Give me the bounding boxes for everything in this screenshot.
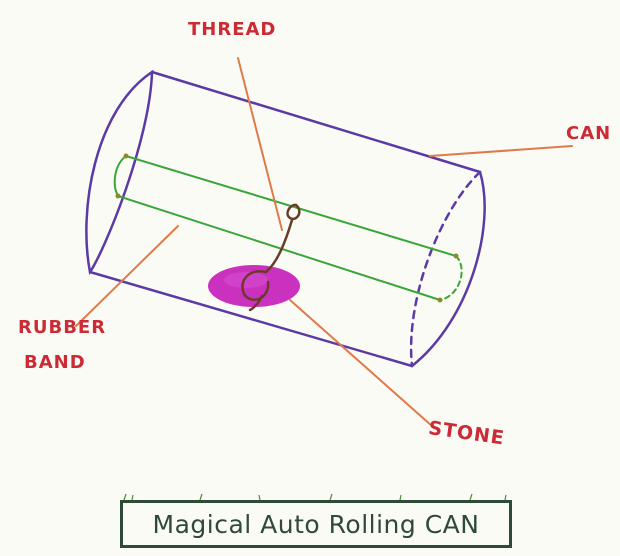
pointer-lines (75, 57, 573, 427)
can-right-rim-back (409, 170, 482, 368)
rubber-band-left-end (113, 155, 127, 197)
pointer-rubber-band (75, 225, 179, 327)
label-rubber-band-line1: RUBBER (18, 317, 107, 338)
can-left-rim (85, 69, 154, 276)
label-thread: THREAD (188, 19, 277, 40)
label-can: CAN (566, 123, 612, 144)
grass-decoration (123, 493, 507, 501)
diagram-title: Magical Auto Rolling CAN (152, 509, 480, 539)
thread (241, 203, 301, 312)
label-rubber-band-line2: BAND (24, 351, 86, 373)
can-bottom-edge (88, 270, 414, 368)
label-rubber-band: RUBBER BAND (18, 317, 107, 373)
rubber-band-right-end (439, 255, 463, 301)
can (85, 69, 486, 368)
title-box: Magical Auto Rolling CAN (120, 500, 512, 548)
can-right-rim-front (410, 170, 486, 368)
pointer-thread (237, 57, 283, 231)
pointer-stone (289, 299, 433, 427)
rubber-band-bottom (117, 195, 441, 301)
can-top-edge (150, 70, 482, 174)
pointer-can (429, 145, 573, 157)
